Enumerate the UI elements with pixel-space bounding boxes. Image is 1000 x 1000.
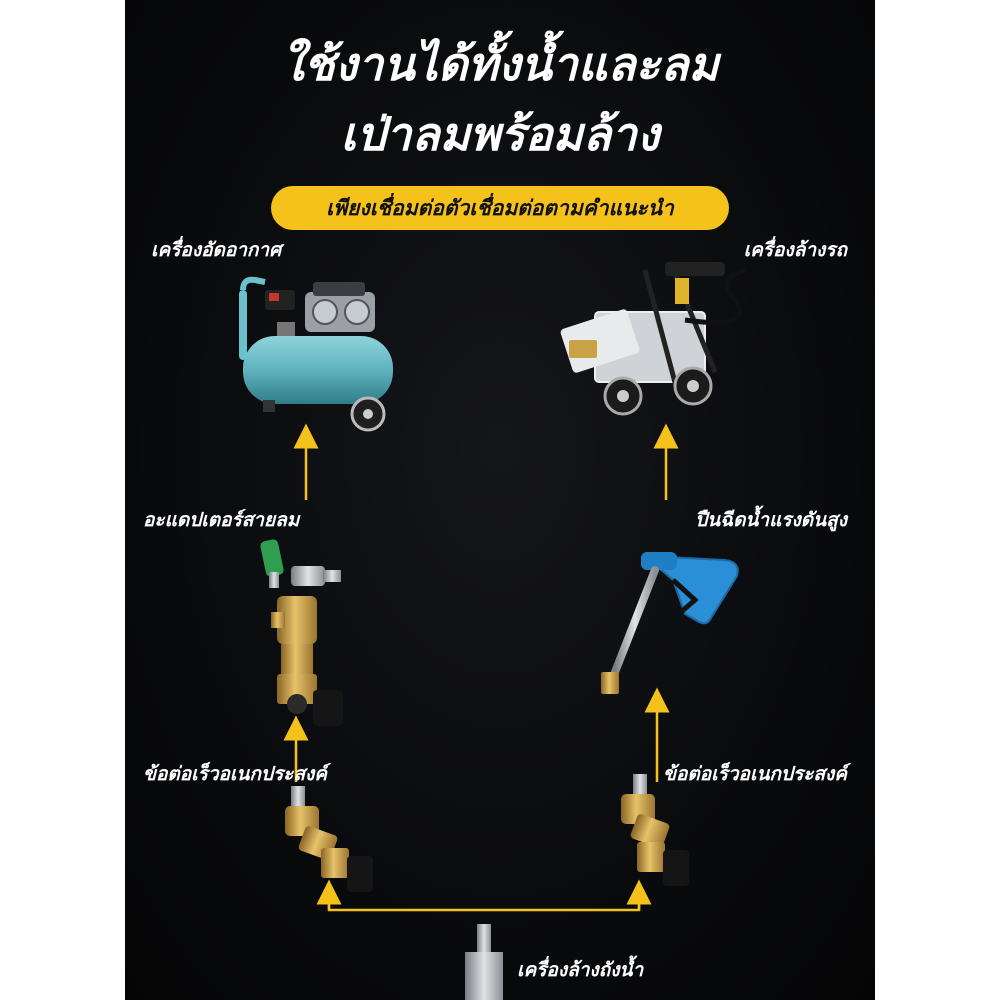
label-air-hose-adapter: อะแดปเตอร์สายลม — [143, 509, 300, 531]
arrow-bucket-split — [327, 898, 641, 912]
label-air-compressor: เครื่องอัดอากาศ — [151, 239, 282, 261]
air-hose-adapter-illustration — [260, 539, 343, 726]
car-washer-illustration — [560, 261, 746, 416]
quick-connector-right-illustration — [621, 774, 689, 886]
air-compressor-illustration — [239, 276, 393, 432]
label-car-washer: เครื่องล้างรถ — [743, 239, 847, 261]
quick-connector-left-illustration — [285, 786, 373, 892]
page-title-line-2: เป่าลมพร้อมล้าง — [340, 107, 660, 161]
high-pressure-gun-illustration — [601, 552, 739, 694]
diagram-canvas: ใช้งานได้ทั้งน้ำและลม เป่าลมพร้อมล้าง เพ… — [125, 0, 875, 1000]
connection-diagram — [239, 261, 746, 1000]
label-quick-connector-left: ข้อต่อเร็วอเนกประสงค์ — [143, 763, 327, 785]
label-bucket-washer: เครื่องล้างถังน้ำ — [517, 959, 644, 981]
label-high-pressure-gun: ปืนฉีดน้ำแรงดันสูง — [695, 509, 847, 531]
bucket-washer-illustration — [465, 924, 503, 1000]
connection-arrows — [283, 423, 679, 912]
page-title-line-1: ใช้งานได้ทั้งน้ำและลม — [281, 37, 719, 91]
instruction-banner: เพียงเชื่อมต่อตัวเชื่อมต่อตามคำแนะนำ — [271, 186, 729, 230]
label-quick-connector-right: ข้อต่อเร็วอเนกประสงค์ — [663, 763, 847, 785]
